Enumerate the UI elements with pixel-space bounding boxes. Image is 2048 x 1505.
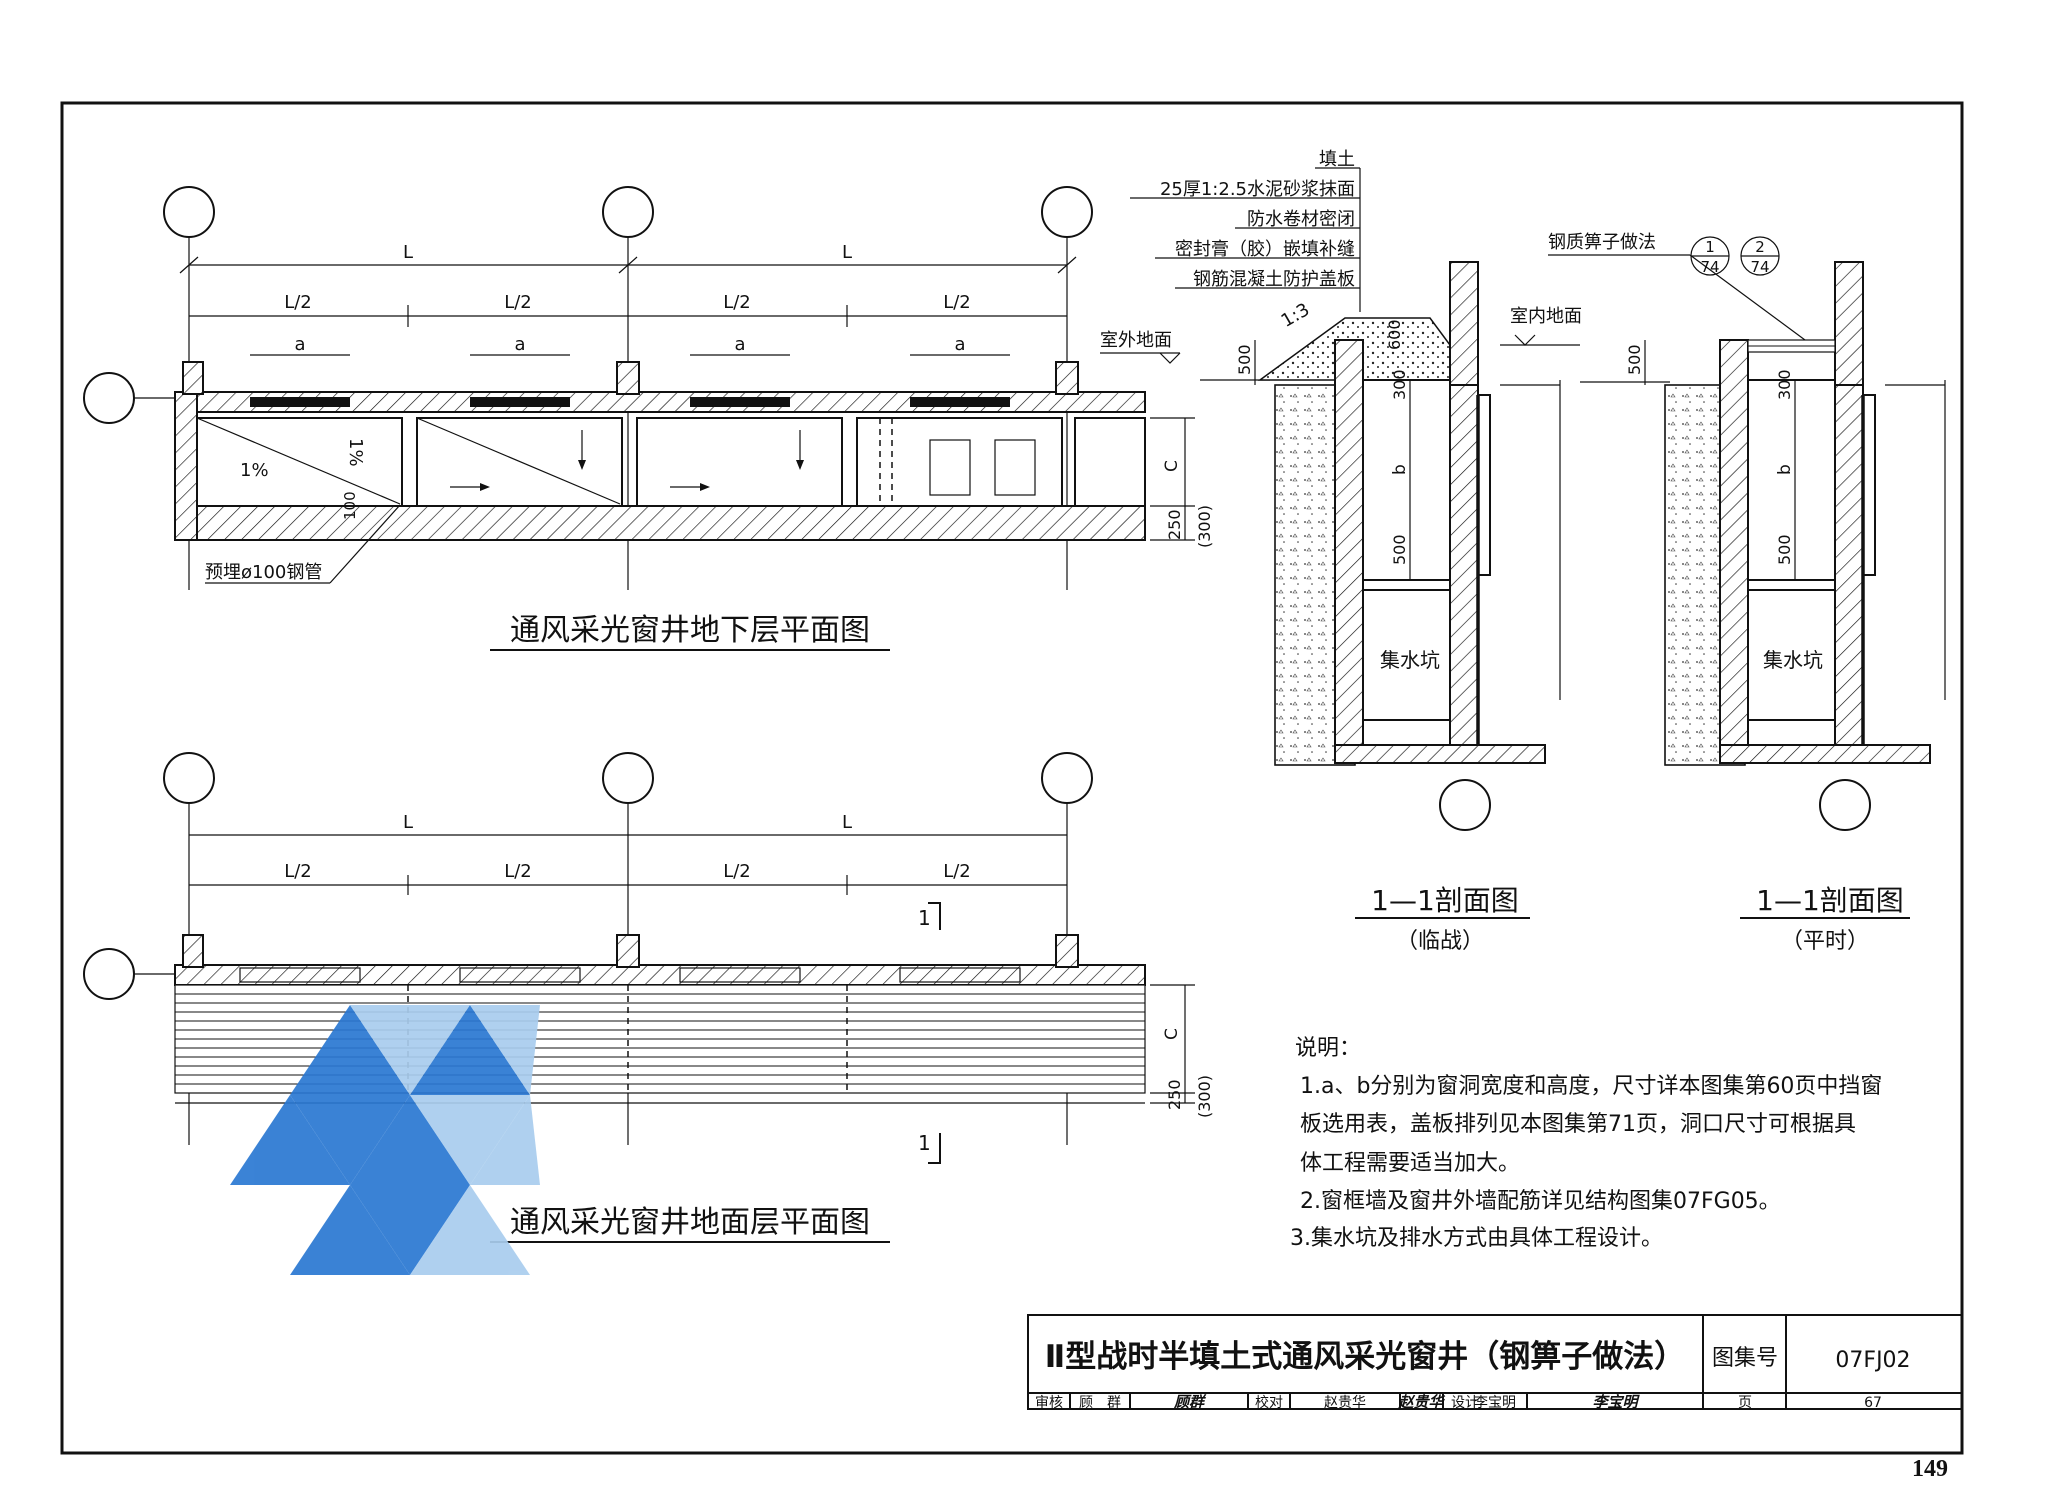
section-peacetime: 钢质箅子做法 1 74 2 74 集水坑 500 300 b 500 1—1剖面… (1548, 232, 1946, 954)
layer-cover-slab: 钢筋混凝土防护盖板 (1193, 269, 1355, 290)
dim-a-1: a (294, 334, 305, 355)
notes-line-2: 板选用表，盖板排列见本图集第71页，洞口尺寸可根据具 (1300, 1112, 1856, 1137)
dim-250: 250 (1165, 509, 1184, 540)
dim-300: (300) (1195, 1075, 1214, 1118)
title-block: Ⅱ型战时半填土式通风采光窗井（钢箅子做法） 图集号 07FJ02 审核 顾 群 … (1027, 1314, 1963, 1411)
design-signature: 李宝明 (1592, 1393, 1640, 1411)
axis-circle (163, 752, 215, 804)
dim-100: 100 (341, 491, 359, 520)
check-label: 校对 (1255, 1394, 1283, 1411)
review-signature: 顾群 (1173, 1393, 1207, 1411)
layer-fill-soil: 填土 (1319, 149, 1355, 170)
dim-L-2: L (842, 812, 852, 833)
plan-ground-title: 通风采光窗井地面层平面图 (510, 1205, 870, 1240)
dim-a-3: a (734, 334, 745, 355)
dim-L-1: L (403, 812, 413, 833)
dim-half-3: L/2 (723, 861, 751, 882)
sump-label: 集水坑 (1380, 648, 1440, 672)
dim-500b: 500 (1390, 534, 1409, 565)
dim-b: b (1390, 464, 1410, 475)
layer-mortar: 25厚1:2.5水泥砂浆抹面 (1160, 179, 1355, 200)
check-name: 赵贵华 (1324, 1395, 1366, 1411)
indoor-ground: 室内地面 (1510, 306, 1582, 327)
grate-note: 钢质箅子做法 (1548, 232, 1656, 253)
dim-500b: 500 (1775, 534, 1794, 565)
axis-circle (602, 186, 654, 238)
review-name: 顾 群 (1079, 1395, 1121, 1411)
plan-basement-title: 通风采光窗井地下层平面图 (510, 613, 870, 648)
sheet-border (60, 101, 1964, 1455)
dim-half-2: L/2 (504, 861, 532, 882)
ref2-bottom: 74 (1750, 258, 1769, 276)
slope-ratio: 1:3 (1278, 299, 1314, 332)
dim-half-2: L/2 (504, 292, 532, 313)
dim-b: b (1775, 464, 1795, 475)
review-label: 审核 (1035, 1395, 1063, 1411)
dim-half-4: L/2 (943, 861, 971, 882)
page-label: 页 (1738, 1395, 1752, 1411)
page-no: 67 (1864, 1395, 1882, 1411)
dim-half-4: L/2 (943, 292, 971, 313)
dim-L-1: L (403, 242, 413, 263)
page-number: 149 (1912, 1456, 1948, 1482)
pipe-note: 预埋ø100钢管 (205, 562, 322, 583)
dim-half-3: L/2 (723, 292, 751, 313)
check-signature: 赵贵华 (1397, 1393, 1445, 1411)
axis-circle (163, 186, 215, 238)
section-wartime-title: 1—1剖面图 (1371, 884, 1519, 917)
drawing-title: Ⅱ型战时半填土式通风采光窗井（钢箅子做法） (1045, 1339, 1685, 1375)
axis-circle (83, 372, 135, 424)
dim-a-4: a (954, 334, 965, 355)
layer-sealant: 密封膏（胶）嵌填补缝 (1175, 238, 1355, 260)
notes: 说明： 1.a、b分别为窗洞宽度和高度，尺寸详本图集第60页中挡窗 板选用表，盖… (1290, 1036, 1882, 1251)
notes-line-4: 2.窗框墙及窗井外墙配筋详见结构图集07FG05。 (1300, 1189, 1781, 1214)
notes-line-5: 3.集水坑及排水方式由具体工程设计。 (1290, 1226, 1663, 1251)
slope-label-2: 1% (345, 438, 366, 467)
outdoor-ground: 室外地面 (1100, 330, 1172, 351)
ref1-top: 1 (1705, 238, 1715, 256)
axis-circle (1041, 186, 1093, 238)
slope-label-1: 1% (240, 460, 269, 481)
section-wartime-subtitle: （临战） (1396, 929, 1484, 954)
axis-circle (83, 948, 135, 1000)
wellpit-outer-wall (174, 505, 1146, 541)
dim-250: 250 (1165, 1079, 1184, 1110)
section-peacetime-subtitle: （平时） (1781, 929, 1869, 954)
axis-circle (602, 752, 654, 804)
dim-300: 300 (1775, 369, 1794, 400)
dim-500: 500 (1625, 344, 1644, 375)
atlas-label: 图集号 (1712, 1346, 1778, 1371)
plan-basement: L L L/2 L/2 L/2 L/2 a a a a (83, 186, 1214, 651)
ref2-top: 2 (1755, 238, 1765, 256)
axis-circle (1819, 779, 1871, 831)
dim-300: 300 (1390, 369, 1409, 400)
dim-300: (300) (1195, 505, 1214, 548)
dim-L-2: L (842, 242, 852, 263)
ref1-bottom: 74 (1700, 258, 1719, 276)
layer-waterproof: 防水卷材密闭 (1247, 209, 1355, 230)
notes-line-3: 体工程需要适当加大。 (1300, 1151, 1520, 1176)
sump-label: 集水坑 (1763, 648, 1823, 672)
section-mark-bottom: 1 (918, 1131, 931, 1155)
section-peacetime-title: 1—1剖面图 (1756, 884, 1904, 917)
axis-circle (1041, 752, 1093, 804)
atlas-number: 07FJ02 (1835, 1348, 1910, 1373)
dim-half-1: L/2 (284, 292, 312, 313)
dim-half-1: L/2 (284, 861, 312, 882)
notes-heading: 说明： (1295, 1036, 1361, 1061)
section-wartime: 填土 25厚1:2.5水泥砂浆抹面 防水卷材密闭 密封膏（胶）嵌填补缝 钢筋混凝… (1100, 149, 1582, 954)
design-name: 李宝明 (1474, 1395, 1516, 1411)
axis-circle (1439, 779, 1491, 831)
section-mark-top: 1 (918, 906, 931, 930)
design-label: 设计 (1451, 1395, 1479, 1411)
dim-500: 500 (1235, 344, 1254, 375)
dim-600: 600 (1385, 319, 1404, 350)
notes-line-1: 1.a、b分别为窗洞宽度和高度，尺寸详本图集第60页中挡窗 (1300, 1074, 1882, 1099)
dim-c: C (1162, 460, 1182, 472)
dim-c: C (1162, 1028, 1182, 1040)
dim-a-2: a (514, 334, 525, 355)
watermark-logo (230, 1005, 540, 1275)
